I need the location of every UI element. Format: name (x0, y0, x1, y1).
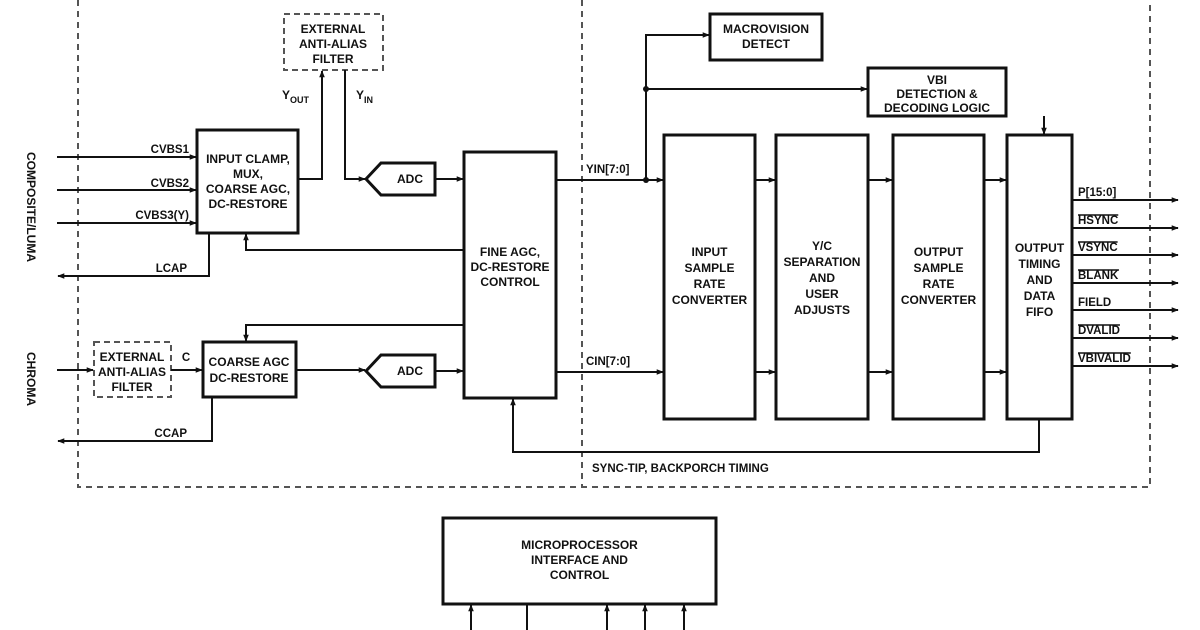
svg-text:ADC: ADC (397, 172, 423, 186)
vbi-decoding-block: VBI DETECTION & DECODING LOGIC (866, 66, 1008, 118)
macrovision-detect-block: MACROVISION DETECT (708, 12, 824, 62)
sync-tip-label: SYNC-TIP, BACKPORCH TIMING (592, 463, 769, 475)
composite-luma-label: COMPOSITE/LUMA (24, 152, 38, 262)
fine-agc-block: FINE AGC, DC-RESTORE CONTROL (462, 150, 558, 400)
external-anti-alias-filter-top: EXTERNAL ANTI-ALIAS FILTER (283, 13, 384, 71)
input-sample-rate-converter-block: INPUT SAMPLE RATE CONVERTER (662, 133, 757, 421)
svg-text:COARSE AGC,: COARSE AGC, (206, 182, 290, 196)
svg-text:ADC: ADC (397, 364, 423, 378)
cvbs3-label: CVBS3(Y) (135, 210, 189, 222)
svg-text:CONVERTER: CONVERTER (672, 293, 748, 307)
output-timing-fifo-block: OUTPUT TIMING AND DATA FIFO (1005, 133, 1074, 421)
cin-bus-label: CIN[7:0] (586, 356, 630, 368)
wiring (57, 32, 1179, 630)
svg-text:RATE: RATE (694, 277, 726, 291)
svg-text:USER: USER (805, 287, 839, 301)
svg-text:SEPARATION: SEPARATION (784, 255, 861, 269)
svg-text:INPUT: INPUT (692, 245, 729, 259)
svg-text:AND: AND (1027, 273, 1053, 287)
svg-text:OUTPUT: OUTPUT (1015, 241, 1065, 255)
svg-text:AND: AND (809, 271, 835, 285)
svg-text:FINE AGC,: FINE AGC, (480, 245, 540, 259)
output-label-field: FIELD (1078, 297, 1111, 309)
svg-text:INTERFACE AND: INTERFACE AND (531, 553, 628, 567)
svg-text:YOUT: YOUT (282, 88, 310, 105)
yin-bus-label: YIN[7:0] (586, 164, 630, 176)
svg-text:DC-RESTORE: DC-RESTORE (209, 371, 288, 385)
output-overlines (1078, 214, 1131, 354)
chroma-c-label: C (182, 352, 190, 364)
output-label-blank: BLANK (1078, 270, 1119, 282)
yout-label: YOUT (282, 88, 310, 105)
svg-text:RATE: RATE (923, 277, 955, 291)
output-label-p: P[15:0] (1078, 187, 1117, 199)
chip-boundary-left (77, 0, 1151, 488)
svg-text:DC-RESTORE: DC-RESTORE (470, 260, 549, 274)
svg-text:FILTER: FILTER (312, 52, 353, 66)
svg-text:FIFO: FIFO (1026, 305, 1053, 319)
svg-text:DETECT: DETECT (742, 37, 791, 51)
svg-text:TIMING: TIMING (1019, 257, 1061, 271)
svg-text:ANTI-ALIAS: ANTI-ALIAS (98, 365, 166, 379)
svg-text:MICROPROCESSOR: MICROPROCESSOR (521, 538, 638, 552)
yc-separation-block: Y/C SEPARATION AND USER ADJUSTS (774, 133, 870, 421)
yin-label: YIN (356, 88, 373, 105)
svg-text:YIN: YIN (356, 88, 373, 105)
adc-top-block: ADC (363, 161, 437, 197)
svg-text:Y/C: Y/C (812, 239, 832, 253)
svg-text:FILTER: FILTER (111, 380, 152, 394)
output-label-hsync: HSYNC (1078, 215, 1118, 227)
svg-text:COARSE AGC: COARSE AGC (209, 355, 290, 369)
svg-text:DATA: DATA (1024, 289, 1056, 303)
output-sample-rate-converter-block: OUTPUT SAMPLE RATE CONVERTER (891, 133, 986, 421)
svg-text:DC-RESTORE: DC-RESTORE (208, 197, 287, 211)
svg-text:SAMPLE: SAMPLE (684, 261, 734, 275)
svg-text:ANTI-ALIAS: ANTI-ALIAS (299, 37, 367, 51)
ccap-label: CCAP (154, 428, 187, 440)
svg-text:VBI: VBI (927, 73, 947, 87)
external-anti-alias-filter-bottom: EXTERNAL ANTI-ALIAS FILTER (93, 341, 172, 398)
output-label-dvalid: DVALID (1078, 325, 1120, 337)
microprocessor-interface-block: MICROPROCESSOR INTERFACE AND CONTROL (441, 516, 718, 606)
output-label-vbivalid: VBIVALID (1078, 353, 1131, 365)
svg-text:CONVERTER: CONVERTER (901, 293, 977, 307)
cvbs1-label: CVBS1 (151, 144, 190, 156)
svg-text:SAMPLE: SAMPLE (913, 261, 963, 275)
lcap-label: LCAP (156, 263, 188, 275)
svg-text:EXTERNAL: EXTERNAL (301, 22, 366, 36)
svg-text:CONTROL: CONTROL (480, 275, 539, 289)
svg-text:INPUT CLAMP,: INPUT CLAMP, (206, 152, 290, 166)
adc-bottom-block: ADC (363, 353, 437, 389)
svg-text:ADJUSTS: ADJUSTS (794, 303, 850, 317)
coarse-agc-block: COARSE AGC DC-RESTORE (201, 340, 298, 399)
svg-text:CONTROL: CONTROL (550, 568, 609, 582)
svg-text:MUX,: MUX, (233, 167, 263, 181)
svg-text:EXTERNAL: EXTERNAL (100, 350, 165, 364)
output-label-vsync: VSYNC (1078, 242, 1118, 254)
chroma-label: CHROMA (24, 352, 38, 406)
input-clamp-block: INPUT CLAMP, MUX, COARSE AGC, DC-RESTORE (195, 128, 300, 235)
svg-text:MACROVISION: MACROVISION (723, 22, 809, 36)
svg-text:DETECTION &: DETECTION & (896, 87, 978, 101)
cvbs2-label: CVBS2 (151, 178, 189, 190)
svg-text:OUTPUT: OUTPUT (914, 245, 964, 259)
svg-text:DECODING LOGIC: DECODING LOGIC (884, 101, 990, 115)
